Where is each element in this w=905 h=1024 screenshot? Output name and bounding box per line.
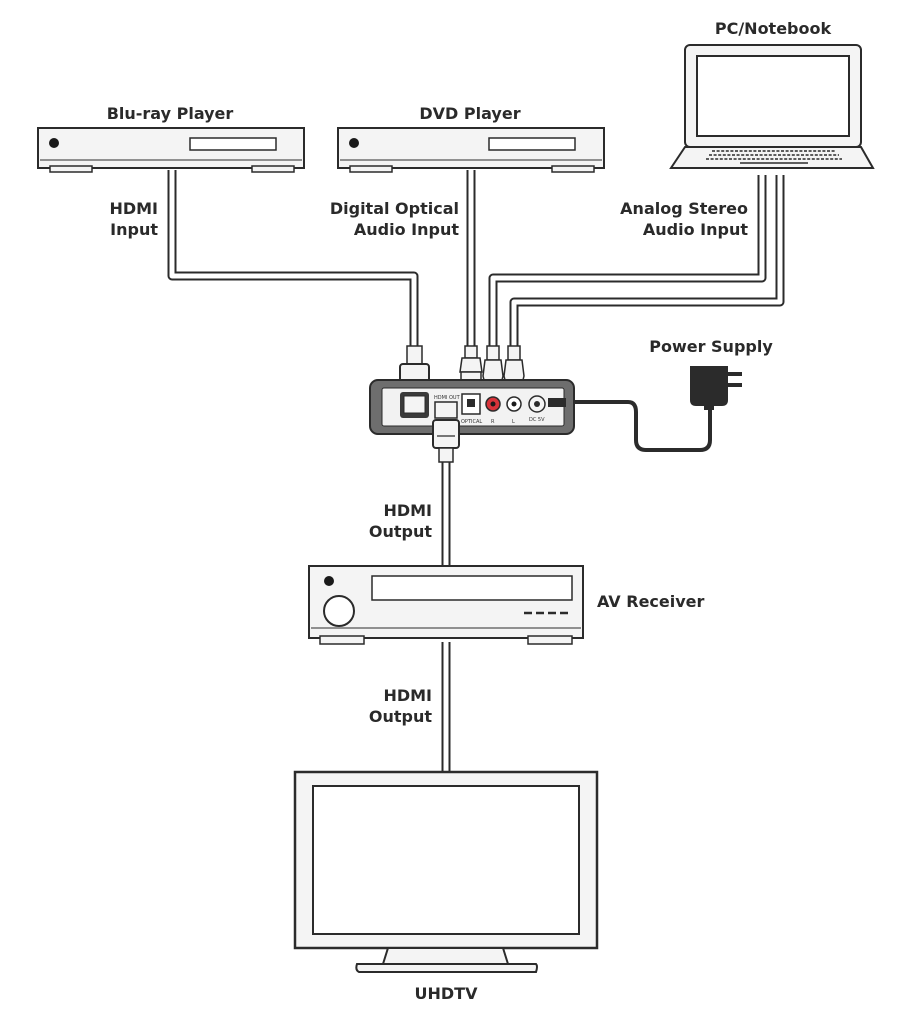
- av-receiver-label: AV Receiver: [597, 592, 705, 611]
- optical-label-line2: Audio Input: [353, 220, 459, 239]
- power-cable: [566, 400, 712, 452]
- power-button-icon: [324, 576, 334, 586]
- cables: [167, 170, 785, 772]
- receiver-display: [371, 575, 573, 601]
- disc-tray: [189, 137, 277, 151]
- analog-cable-right: [509, 175, 785, 352]
- av-receiver: [308, 565, 584, 645]
- svg-text:OPTICAL: OPTICAL: [461, 419, 482, 425]
- analog-label-line1: Analog Stereo: [620, 199, 748, 218]
- hdmi-output-b-label-line2: Output: [368, 707, 432, 726]
- analog-label-line2: Audio Input: [642, 220, 748, 239]
- svg-text:R: R: [491, 419, 495, 425]
- power-adapter-icon: [690, 366, 742, 410]
- uhdtv: [293, 770, 599, 973]
- power-button-icon: [49, 138, 59, 148]
- hdmi-input-label-line1: HDMI: [109, 199, 158, 218]
- power-supply-label: Power Supply: [649, 337, 773, 356]
- optical-label-line1: Digital Optical: [329, 199, 459, 218]
- svg-text:DC 5V: DC 5V: [529, 417, 545, 423]
- hdmi-input-label-line2: Input: [110, 220, 158, 239]
- hdmi-output-b-label-line1: HDMI: [383, 686, 432, 705]
- keyboard: [706, 150, 842, 164]
- disc-tray: [488, 137, 576, 151]
- svg-text:HDMI OUT: HDMI OUT: [434, 395, 461, 401]
- power-button-icon: [349, 138, 359, 148]
- hdmi-output-a-label-line1: HDMI: [383, 501, 432, 520]
- volume-knob: [323, 595, 355, 627]
- uhdtv-label: UHDTV: [414, 984, 478, 1003]
- bluray-player: [37, 127, 305, 173]
- dvd-player: [337, 127, 605, 173]
- dvd-player-label: DVD Player: [419, 104, 521, 123]
- converter-box: HDMI OUT OPTICAL R L DC 5V: [369, 379, 575, 435]
- laptop-icon: [669, 44, 875, 169]
- bluray-player-label: Blu-ray Player: [106, 104, 234, 123]
- hdmi-plug-output: [432, 419, 460, 463]
- pc-notebook-label: PC/Notebook: [714, 19, 832, 38]
- analog-cable-left: [488, 175, 767, 352]
- svg-text:L: L: [512, 419, 515, 425]
- hdmi-input-cable: [167, 170, 419, 352]
- hdmi-output-port: [434, 401, 458, 419]
- hdmi-output-a-label-line2: Output: [368, 522, 432, 541]
